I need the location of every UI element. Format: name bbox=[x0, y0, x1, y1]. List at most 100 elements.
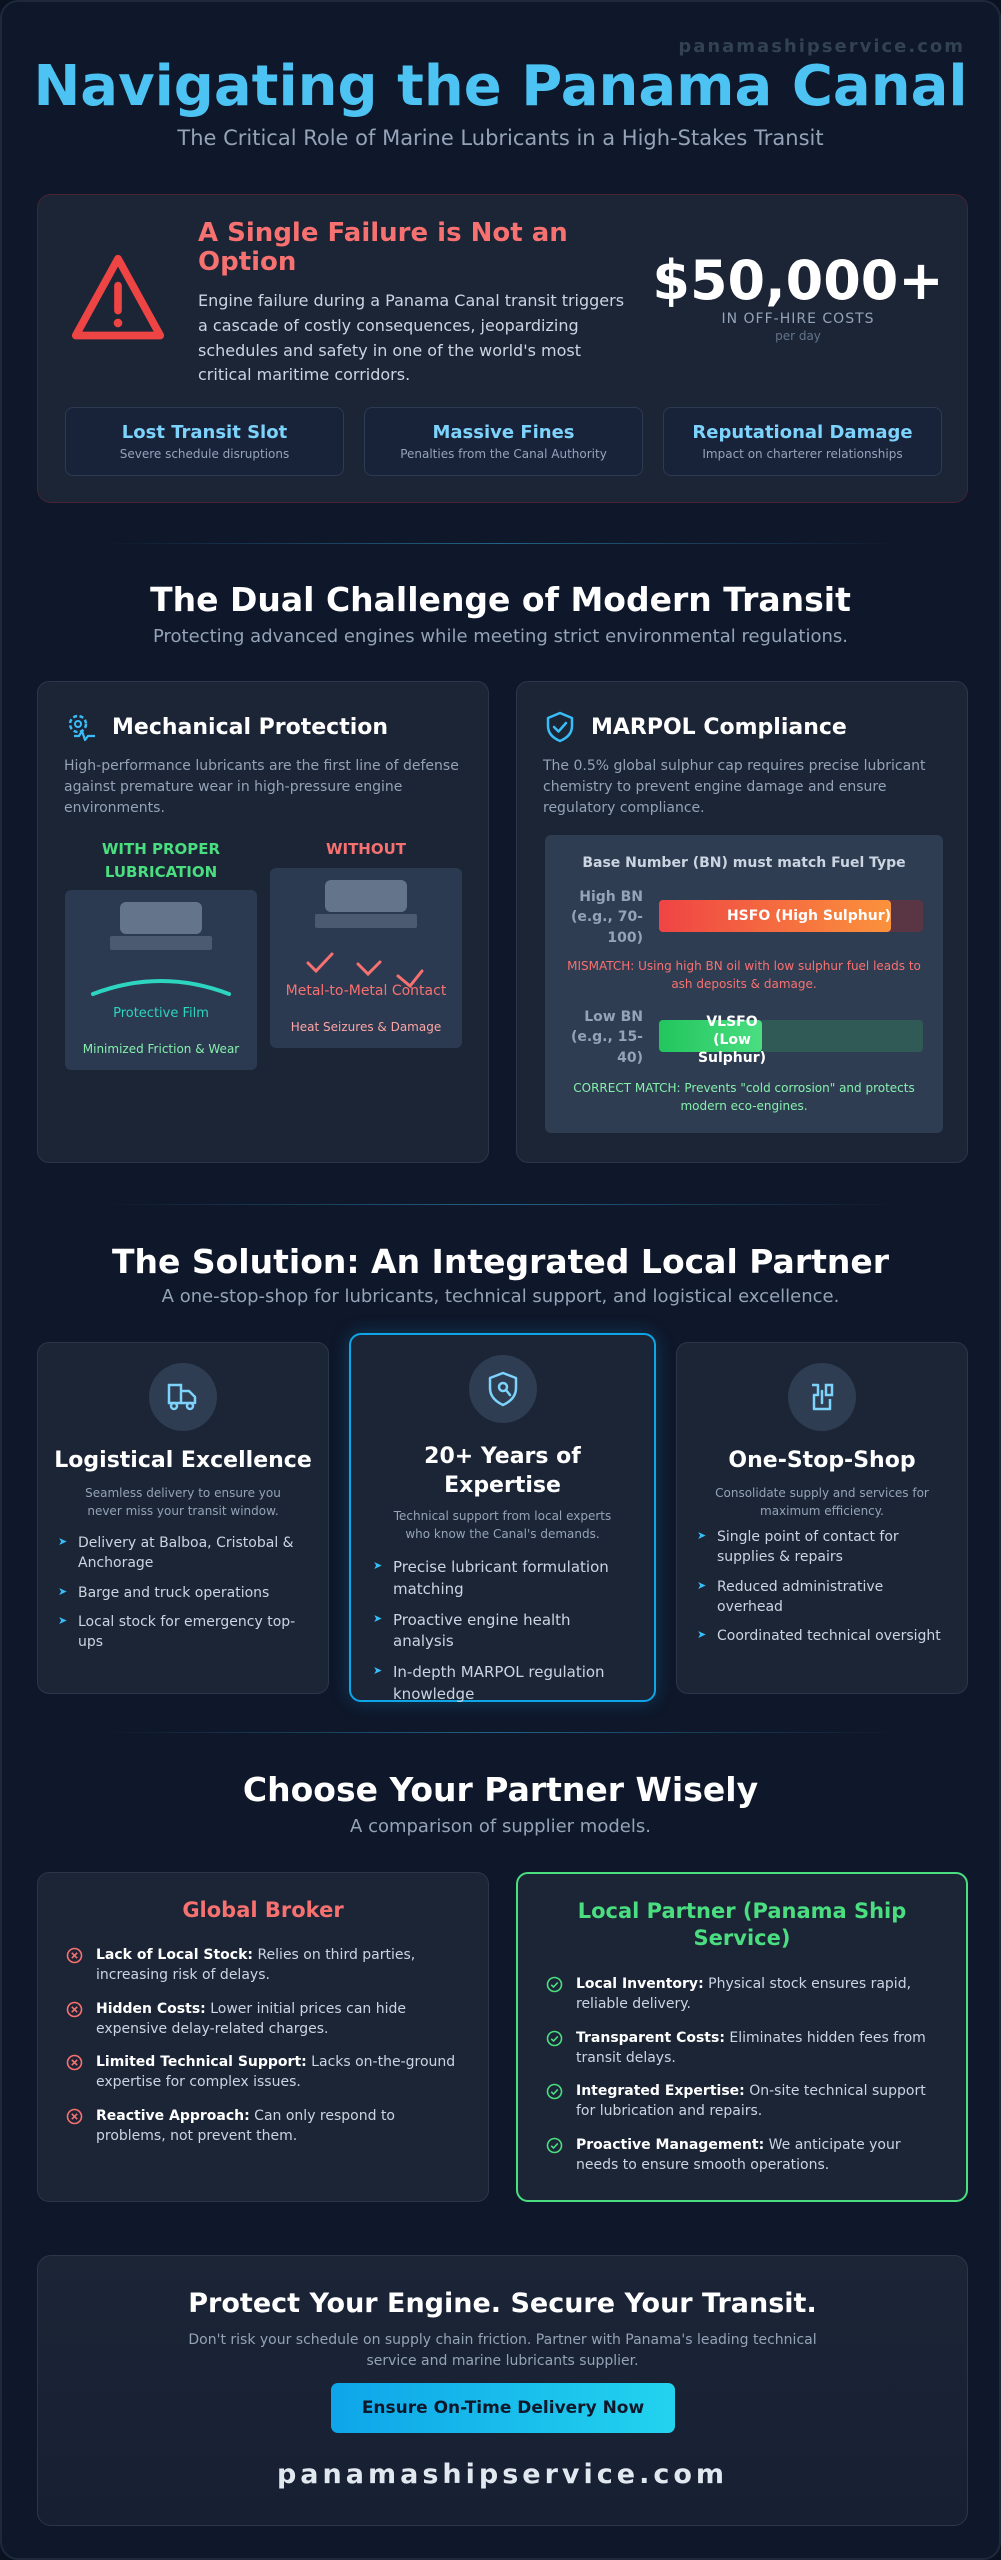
x-circle-icon bbox=[66, 2054, 83, 2071]
alert-title: A Single Failure is Not an Option bbox=[198, 218, 568, 277]
page-title: Navigating the Panama Canal bbox=[33, 54, 968, 119]
ensure-delivery-button[interactable]: Ensure On-Time Delivery Now bbox=[331, 2383, 675, 2433]
list-item: Local Inventory: Physical stock ensures … bbox=[546, 1974, 940, 2015]
logistics-icon bbox=[167, 1383, 197, 1411]
list-item: Precise lubricant formulation matching bbox=[373, 1557, 636, 1601]
high-bn-fill-bar bbox=[659, 900, 892, 932]
low-bn-track: VLSFO (Low Sulphur) bbox=[659, 1014, 923, 1066]
local-benefit-list: Local Inventory: Physical stock ensures … bbox=[546, 1974, 940, 2188]
consequence-title: Lost Transit Slot bbox=[121, 422, 288, 443]
dual-challenge-subtitle: Protecting advanced engines while meetin… bbox=[152, 626, 848, 647]
broker-drawback-list: Lack of Local Stock: Relies on third par… bbox=[66, 1945, 462, 2159]
check-circle-icon bbox=[546, 2030, 563, 2046]
list-item: Delivery at Balboa, Cristobal & Anchorag… bbox=[58, 1533, 310, 1574]
dual-challenge-title: The Dual Challenge of Modern Transit bbox=[150, 580, 851, 619]
cta-text: Don't risk your schedule on supply chain… bbox=[188, 2332, 817, 2369]
list-item: Barge and truck operations bbox=[58, 1583, 310, 1603]
list-item: Hidden Costs: Lower initial prices can h… bbox=[66, 1999, 462, 2040]
consequence-sub: Penalties from the Canal Authority bbox=[400, 447, 607, 461]
off-hire-cost-period: per day bbox=[775, 329, 821, 343]
with-lubrication-label: WITH PROPER LUBRICATION bbox=[101, 840, 221, 881]
low-bn-fuel-label: VLSFO (Low Sulphur) bbox=[697, 1014, 767, 1067]
high-bn-track: HSFO (High Sulphur) bbox=[659, 900, 923, 932]
panel-title: MARPOL Compliance bbox=[591, 714, 847, 740]
list-item: Transparent Costs: Eliminates hidden fee… bbox=[546, 2028, 940, 2069]
panel-description: High-performance lubricants are the firs… bbox=[64, 758, 459, 816]
list-item: Single point of contact for supplies & r… bbox=[697, 1527, 949, 1568]
list-item: Proactive Management: We anticipate your… bbox=[546, 2135, 940, 2176]
shield-check-icon bbox=[546, 711, 574, 743]
with-lubrication-diagram: Protective Film Minimized Friction & Wea… bbox=[65, 890, 257, 1070]
off-hire-cost-value: $50,000+ bbox=[652, 249, 944, 312]
solution-title: The Solution: An Integrated Local Partne… bbox=[111, 1242, 890, 1281]
panel-title: Mechanical Protection bbox=[112, 714, 389, 740]
brand-watermark: panamashipservice.com bbox=[678, 36, 965, 57]
solution-card-title: Logistical Excellence bbox=[54, 1448, 312, 1473]
high-bn-fuel-label: HSFO (High Sulphur) bbox=[726, 908, 891, 924]
cta-title: Protect Your Engine. Secure Your Transit… bbox=[188, 2288, 817, 2319]
global-broker-card: Global Broker Lack of Local Stock: Relie… bbox=[37, 1872, 489, 2202]
check-circle-icon bbox=[546, 2137, 563, 2154]
mismatch-note: MISMATCH: Using high BN oil with low sul… bbox=[567, 959, 921, 991]
base-number-title: Base Number (BN) must match Fuel Type bbox=[582, 855, 906, 871]
list-item: Integrated Expertise: On-site technical … bbox=[546, 2081, 940, 2122]
piston-film-icon bbox=[91, 902, 231, 996]
protective-film-caption: Minimized Friction & Wear bbox=[82, 1042, 240, 1056]
panel-description: The 0.5% global sulphur cap requires pre… bbox=[543, 758, 926, 816]
list-item: Limited Technical Support: Lacks on-the-… bbox=[66, 2052, 462, 2093]
x-circle-icon bbox=[66, 1947, 83, 1964]
consequence-lost-transit-slot: Lost Transit Slot Severe schedule disrup… bbox=[65, 407, 344, 476]
consequence-massive-fines: Massive Fines Penalties from the Canal A… bbox=[364, 407, 643, 476]
consequence-title: Reputational Damage bbox=[692, 422, 913, 443]
protective-film-label: Protective Film bbox=[113, 1006, 209, 1021]
footer-brand: panamashipservice.com bbox=[276, 2459, 729, 2490]
list-item: Proactive engine health analysis bbox=[373, 1610, 636, 1654]
section-divider bbox=[102, 1732, 902, 1733]
consequence-reputational-damage: Reputational Damage Impact on charterer … bbox=[663, 407, 942, 476]
metal-contact-label: Metal-to-Metal Contact bbox=[285, 983, 447, 999]
correct-match-note: CORRECT MATCH: Prevents "cold corrosion"… bbox=[573, 1081, 915, 1113]
gear-pulse-icon bbox=[68, 714, 95, 742]
piston-damage-icon bbox=[306, 880, 424, 989]
without-lubrication-label: WITHOUT bbox=[325, 840, 407, 858]
solution-card-list: Precise lubricant formulation matching P… bbox=[373, 1557, 636, 1715]
metal-contact-caption: Heat Seizures & Damage bbox=[290, 1020, 442, 1034]
solution-card-subtitle: Consolidate supply and services for maxi… bbox=[715, 1486, 929, 1518]
list-item: Reduced administrative overhead bbox=[697, 1577, 949, 1618]
solution-card-logistics: Logistical Excellence Seamless delivery … bbox=[37, 1342, 329, 1694]
check-circle-icon bbox=[546, 2083, 563, 2100]
list-item: Lack of Local Stock: Relies on third par… bbox=[66, 1945, 462, 1986]
list-item: Local stock for emergency top-ups bbox=[58, 1612, 310, 1653]
mechanical-protection-panel: Mechanical Protection High-performance l… bbox=[37, 681, 489, 1163]
local-partner-card: Local Partner (Panama Ship Service) Loca… bbox=[516, 1872, 968, 2202]
comparison-card-title: Global Broker bbox=[182, 1898, 344, 1922]
low-bn-label: Low BN (e.g., 15-40) bbox=[570, 1009, 643, 1066]
section-divider bbox=[102, 1204, 902, 1205]
failure-alert-card: A Single Failure is Not an Option Engine… bbox=[37, 194, 968, 503]
solution-subtitle: A one-stop-shop for lubricants, technica… bbox=[161, 1286, 840, 1307]
alert-text: Engine failure during a Panama Canal tra… bbox=[198, 291, 625, 385]
list-item: In-depth MARPOL regulation knowledge bbox=[373, 1662, 636, 1706]
one-stop-shop-icon bbox=[812, 1383, 834, 1411]
call-to-action-card: Protect Your Engine. Secure Your Transit… bbox=[37, 2255, 968, 2526]
x-circle-icon bbox=[66, 2108, 83, 2125]
low-bn-fill-bar bbox=[659, 1020, 762, 1052]
solution-card-title: One-Stop-Shop bbox=[728, 1448, 916, 1473]
page-subtitle: The Critical Role of Marine Lubricants i… bbox=[177, 126, 824, 150]
comparison-card-title: Local Partner (Panama Ship Service) bbox=[577, 1899, 907, 1951]
expertise-shield-icon bbox=[488, 1371, 517, 1407]
solution-card-one-stop-shop: One-Stop-Shop Consolidate supply and ser… bbox=[676, 1342, 968, 1694]
solution-card-subtitle: Technical support from local experts who… bbox=[393, 1509, 612, 1541]
list-item: Reactive Approach: Can only respond to p… bbox=[66, 2106, 462, 2147]
solution-card-subtitle: Seamless delivery to ensure you never mi… bbox=[85, 1486, 281, 1518]
compare-title: Choose Your Partner Wisely bbox=[242, 1770, 759, 1809]
without-lubrication-diagram: Metal-to-Metal Contact Heat Seizures & D… bbox=[270, 868, 462, 1048]
list-item: Coordinated technical oversight bbox=[697, 1626, 949, 1646]
consequence-sub: Impact on charterer relationships bbox=[702, 447, 903, 461]
solution-card-title: 20+ Years of Expertise bbox=[424, 1444, 581, 1498]
off-hire-cost-label: IN OFF-HIRE COSTS bbox=[721, 311, 875, 327]
compare-subtitle: A comparison of supplier models. bbox=[350, 1816, 651, 1837]
warning-triangle-icon bbox=[71, 254, 165, 340]
high-bn-label: High BN (e.g., 70-100) bbox=[570, 889, 643, 946]
